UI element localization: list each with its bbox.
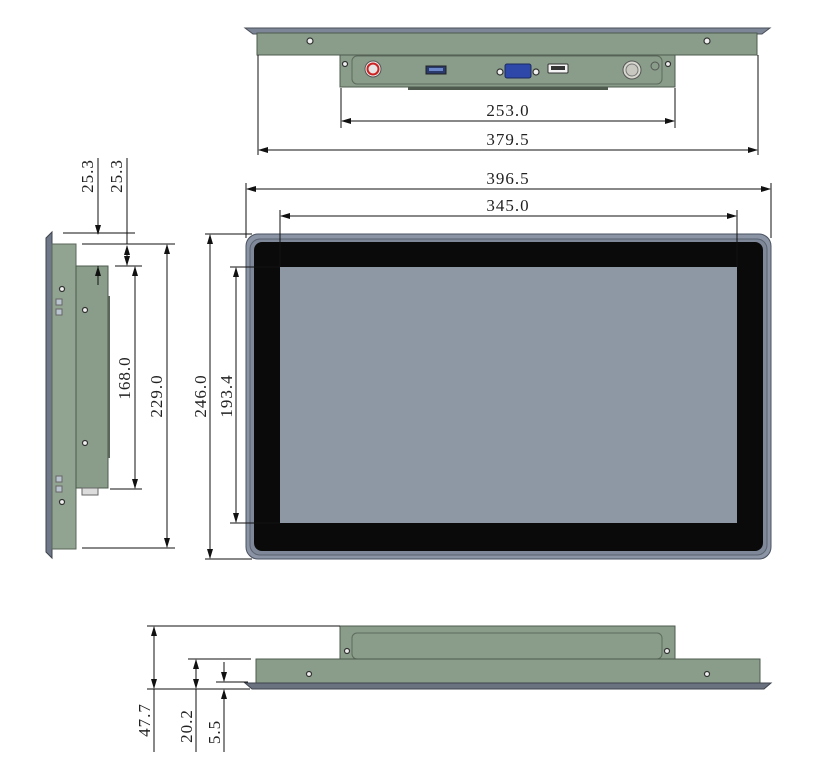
dim-back-housing-width: 379.5 — [486, 130, 529, 149]
top-view: 253.0 379.5 — [243, 27, 772, 155]
screw-icon — [306, 37, 314, 45]
bottom-view: 47.7 20.2 5.5 — [135, 625, 773, 752]
dim-display-height: 193.4 — [217, 374, 236, 417]
screw-icon — [703, 37, 711, 45]
dim-display-width: 345.0 — [486, 196, 529, 215]
dim-overall-width: 396.5 — [486, 169, 529, 188]
front-view: 396.5 345.0 246.0 193.4 — [191, 169, 772, 560]
display-screen — [280, 267, 737, 523]
dim-total-depth: 47.7 — [135, 703, 154, 737]
dc-jack-icon — [622, 60, 660, 80]
dim-top-offset-a: 25.3 — [78, 159, 97, 193]
usb-port-icon — [425, 65, 447, 75]
power-button-icon — [364, 60, 382, 78]
dim-overall-height: 246.0 — [191, 374, 210, 417]
hdmi-port-icon — [547, 63, 569, 74]
dim-housing-height: 229.0 — [147, 374, 166, 417]
dim-housing-depth: 20.2 — [177, 709, 196, 743]
dim-top-offset-b: 25.3 — [107, 159, 126, 193]
dim-inner-height: 168.0 — [115, 356, 134, 399]
vga-port-icon — [496, 63, 540, 79]
dim-bezel-depth: 5.5 — [205, 720, 224, 744]
side-view: 25.3 25.3 168.0 229.0 — [45, 158, 175, 560]
dim-io-panel-width: 253.0 — [486, 101, 529, 120]
